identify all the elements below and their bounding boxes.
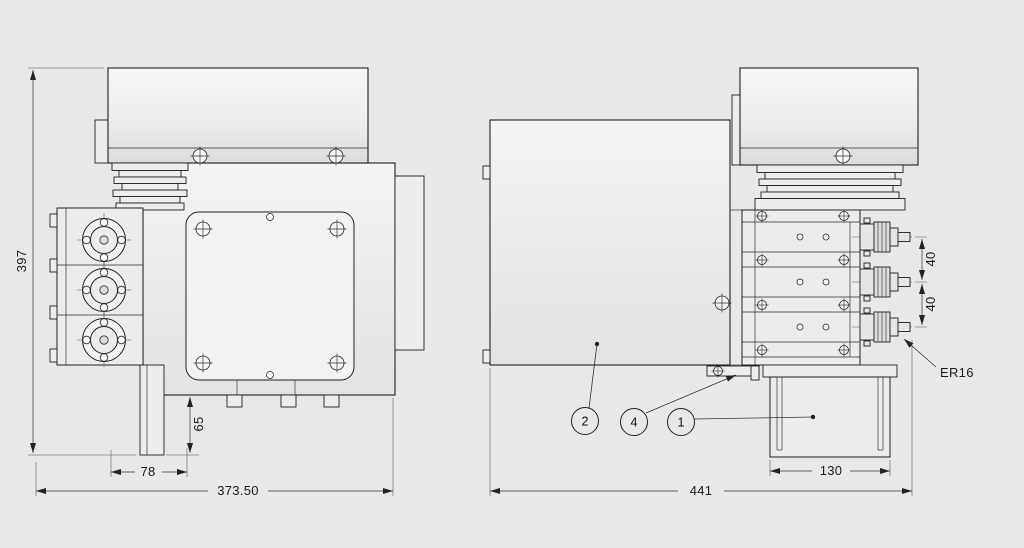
dimension-side-overall-width: 441	[489, 340, 913, 498]
dim-label-front-overall-width: 373.50	[217, 483, 259, 498]
gear-housing	[489, 119, 731, 366]
dimension-column-width: 78	[110, 448, 188, 479]
mounting-feet	[226, 394, 340, 408]
dim-label-column-width: 78	[140, 464, 155, 479]
front-view: 397 65 78 373.50	[14, 67, 425, 498]
dimension-base-width: 130	[769, 460, 891, 478]
balloon-base: 1	[667, 408, 816, 436]
balloon-body: 2	[571, 341, 600, 435]
dim-label-base-offset: 65	[191, 416, 206, 431]
dimension-front-overall-width: 373.50	[35, 398, 394, 498]
balloon-label-base: 1	[678, 416, 685, 430]
pulley-stack-side	[754, 164, 906, 211]
dim-label-pitch-upper: 40	[923, 251, 938, 266]
dim-label-base-width: 130	[820, 463, 843, 478]
balloon-callouts: 2 4 1	[571, 341, 816, 436]
side-view: 2 4 1 40 40	[482, 67, 974, 498]
front-cover-plate	[185, 211, 355, 395]
collet-type-label: ER16	[940, 365, 974, 380]
spindle-head-block	[741, 209, 861, 366]
dim-label-side-overall-width: 441	[690, 483, 713, 498]
side-dimensions: 40 40 ER16 130 441	[489, 239, 974, 498]
dimension-overall-height: 397	[14, 67, 136, 456]
collet-type-callout: ER16	[903, 338, 974, 380]
dim-label-overall-height: 397	[14, 250, 29, 273]
dimension-spindle-pitch-lower: 40	[919, 284, 938, 325]
dim-label-pitch-lower: 40	[923, 296, 938, 311]
motor-housing-side	[731, 67, 919, 166]
spindle-block-front	[49, 207, 144, 368]
collet-assemblies	[852, 217, 930, 347]
motor-housing-front	[94, 67, 369, 166]
support-column	[139, 364, 165, 456]
balloon-label-body: 2	[582, 415, 589, 429]
base-block	[762, 364, 898, 458]
side-extension	[394, 175, 425, 351]
front-dimensions: 397 65 78 373.50	[14, 67, 394, 498]
balloon-bracket: 4	[620, 374, 737, 436]
dimension-spindle-pitch-upper: 40	[919, 239, 938, 280]
dimension-base-offset: 65	[166, 397, 206, 456]
pulley-stack-front	[111, 162, 189, 211]
balloon-label-bracket: 4	[631, 416, 638, 430]
